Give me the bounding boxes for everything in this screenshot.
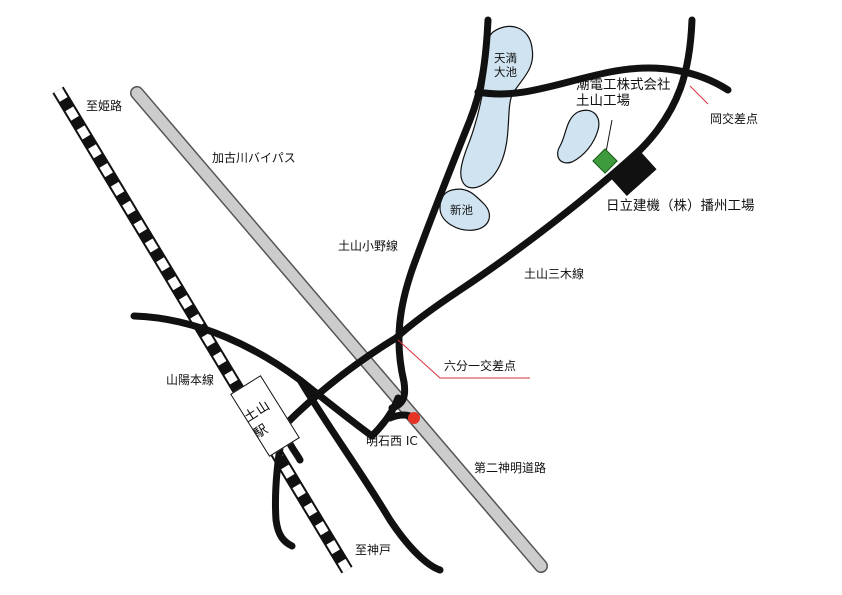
label-kobe: 至神戸: [355, 543, 392, 557]
label-sanyo-line: 山陽本線: [166, 373, 215, 387]
label-oka-crossing: 岡交差点: [710, 112, 759, 126]
label-himeji: 至姫路: [86, 99, 123, 113]
label-daini-shinmei: 第二神明道路: [474, 461, 547, 475]
railway-dashes: [54, 87, 351, 573]
label-shin-ike: 新池: [450, 203, 473, 217]
western-road: [130, 312, 376, 440]
expressway-road-fill: [131, 87, 547, 572]
tsuchiyama-miki-road: [281, 16, 696, 429]
label-roppunichi: 六分一交差点: [444, 359, 517, 373]
ushio-leader: [605, 119, 613, 153]
oka-leader: [689, 85, 709, 105]
factory-pond: [557, 109, 600, 164]
label-ushio-factory: 潮電工株式会社 土山工場: [576, 77, 671, 109]
southern-road: [296, 376, 444, 574]
label-akashi-nishi-ic: 明石西 IC: [366, 434, 418, 448]
akashi-nishi-ic-marker: [408, 412, 420, 424]
label-tsuchiyama-miki-line: 土山三木線: [524, 267, 585, 281]
label-kakogawa-bypass: 加古川バイパス: [212, 151, 296, 165]
roppunichi-leader: [397, 339, 530, 379]
label-hitachi-factory: 日立建機（株）播州工場: [606, 198, 755, 214]
northern-east-road: [474, 64, 732, 98]
label-tsuchiyama-ono-line: 土山小野線: [338, 239, 399, 253]
label-tenman-oike: 天満 大池: [494, 51, 517, 79]
